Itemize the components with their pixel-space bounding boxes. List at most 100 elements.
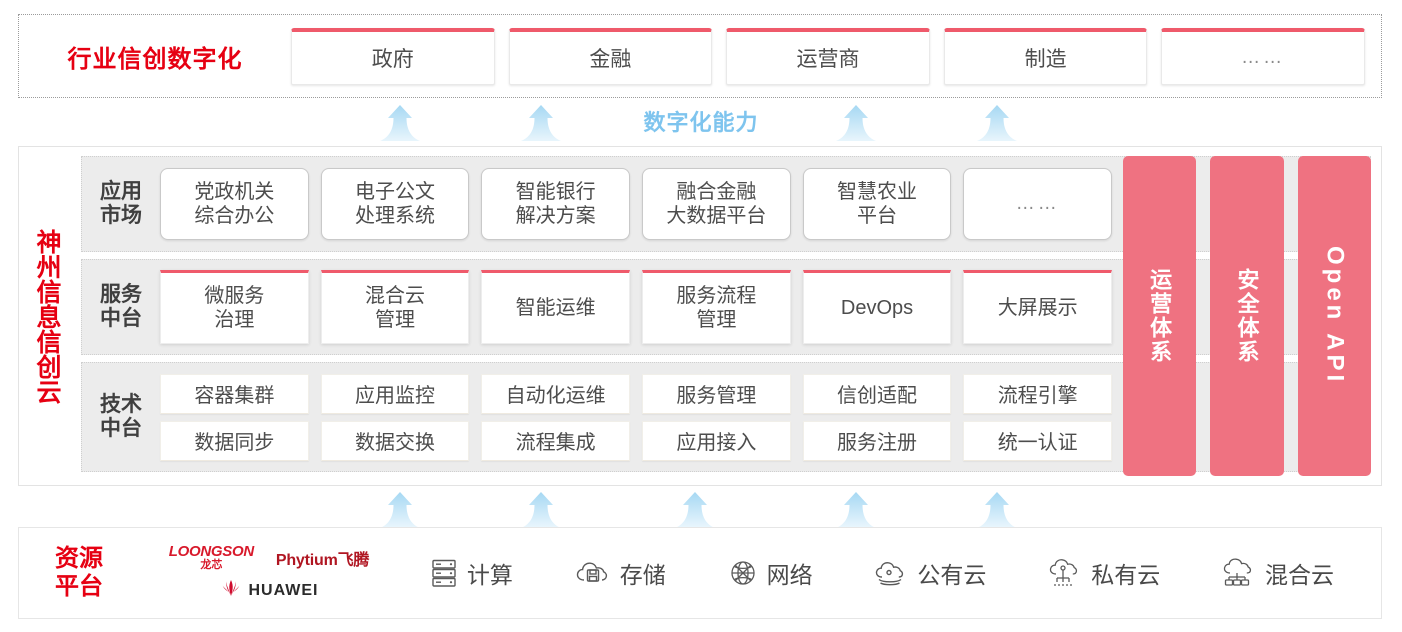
app-box-smart-agriculture[interactable]: 智慧农业平台 — [802, 168, 952, 240]
loongson-logo-cn: 龙芯 — [200, 559, 223, 571]
band-label-application-market: 应用市场 — [82, 157, 160, 251]
capability-arrow-strip: 数字化能力 — [0, 100, 1402, 142]
service-box-line: 混合云 — [365, 284, 425, 307]
technical-row: 容器集群 应用监控 自动化运维 服务管理 信创适配 流程引擎 — [160, 373, 1113, 414]
pillar-operations-system[interactable]: 运营体系 — [1123, 156, 1197, 476]
service-box-intelligent-ops[interactable]: 智能运维 — [481, 270, 631, 344]
technical-row: 数据同步 数据交换 流程集成 应用接入 服务注册 统一认证 — [160, 420, 1113, 461]
resource-item-label: 网络 — [766, 562, 813, 588]
app-box-line: 解决方案 — [515, 205, 596, 227]
app-box-government-office[interactable]: 党政机关综合办公 — [160, 168, 309, 240]
up-arrow-icon — [975, 104, 1019, 142]
huawei-flower-icon — [220, 579, 242, 602]
cloud-platform-body: 应用市场 党政机关综合办公 电子公文处理系统 智能银行解决方案 融合金融大数据平… — [75, 147, 1381, 485]
industry-box-operator[interactable]: 运营商 — [726, 27, 930, 85]
resource-item-private-cloud[interactable]: 私有云 — [1048, 556, 1160, 590]
band-label-service-platform: 服务中台 — [82, 260, 160, 354]
app-box-edocument-system[interactable]: 电子公文处理系统 — [320, 168, 470, 240]
industry-box-label: 政府 — [371, 47, 414, 71]
tech-box-xinchuang-adaptation[interactable]: 信创适配 — [802, 373, 952, 414]
tech-box-app-access[interactable]: 应用接入 — [642, 420, 791, 461]
app-box-line: 平台 — [857, 205, 898, 227]
resource-item-network[interactable]: 网络 — [728, 556, 813, 590]
pillar-security-system[interactable]: 安全体系 — [1210, 156, 1284, 476]
up-arrow-icon — [834, 104, 878, 142]
band-label-line: 中台 — [100, 307, 142, 330]
resource-item-label: 混合云 — [1265, 562, 1335, 588]
pillar-open-api[interactable]: Open API — [1297, 156, 1371, 476]
tech-box-automated-ops[interactable]: 自动化运维 — [481, 373, 631, 414]
tech-box-data-exchange[interactable]: 数据交换 — [320, 420, 470, 461]
capability-label: 数字化能力 — [643, 110, 759, 135]
tech-box-container-cluster[interactable]: 容器集群 — [160, 373, 309, 414]
industry-box-finance[interactable]: 金融 — [508, 27, 713, 85]
service-box-devops[interactable]: DevOps — [802, 270, 952, 344]
resource-arrow-strip — [0, 487, 1402, 529]
app-box-more[interactable]: …… — [963, 168, 1113, 240]
service-box-dashboard[interactable]: 大屏展示 — [963, 270, 1113, 344]
tech-box-service-management[interactable]: 服务管理 — [642, 373, 791, 414]
tech-box-process-integration[interactable]: 流程集成 — [481, 420, 631, 461]
tech-box-data-sync[interactable]: 数据同步 — [160, 420, 309, 461]
resource-item-label: 私有云 — [1091, 562, 1161, 588]
industry-box-list: 政府 金融 运营商 制造 …… — [291, 27, 1381, 85]
app-box-line: 智能银行 — [515, 180, 596, 203]
pillar-label: 安全体系 — [1234, 268, 1260, 364]
app-box-line: 电子公文 — [355, 180, 435, 203]
service-box-microservice-governance[interactable]: 微服务治理 — [160, 270, 309, 344]
industry-box-government[interactable]: 政府 — [291, 27, 495, 85]
resource-item-label: 存储 — [619, 562, 666, 588]
industry-band: 行业信创数字化 政府 金融 运营商 制造 …… — [18, 14, 1382, 98]
app-box-line: 综合办公 — [194, 205, 275, 227]
band-label-technical-platform: 技术中台 — [82, 363, 160, 471]
band-label-line: 技术 — [100, 392, 142, 416]
service-box-hybrid-cloud-management[interactable]: 混合云管理 — [320, 270, 470, 344]
up-arrow-icon — [519, 104, 563, 142]
network-globe-icon — [728, 558, 758, 588]
tech-box-unified-auth[interactable]: 统一认证 — [963, 420, 1113, 461]
industry-box-label: 运营商 — [796, 47, 860, 71]
app-box-line: 大数据平台 — [666, 205, 767, 227]
service-box-line: 大屏展示 — [997, 296, 1078, 319]
up-arrow-icon — [378, 104, 422, 142]
resource-item-list: 计算 存储 — [399, 556, 1381, 590]
service-box-line: 智能运维 — [515, 296, 596, 319]
tech-box-process-engine[interactable]: 流程引擎 — [963, 373, 1113, 414]
resource-title-line: 资源 — [55, 544, 103, 572]
service-box-list: 微服务治理 混合云管理 智能运维 服务流程管理 DevOps 大屏展示 — [160, 260, 1370, 354]
up-arrow-icon — [673, 491, 717, 529]
resource-item-label: 公有云 — [917, 562, 987, 588]
service-box-line: 服务流程 — [676, 284, 757, 307]
vendor-logo-row: HUAWEI — [220, 579, 319, 602]
service-box-process-management[interactable]: 服务流程管理 — [642, 270, 791, 344]
app-box-line: 融合金融 — [676, 180, 757, 203]
cloud-platform-title: 神州信息信创云 — [19, 147, 75, 485]
industry-box-label: 金融 — [589, 47, 632, 71]
industry-box-more[interactable]: …… — [1161, 27, 1365, 85]
app-box-finance-bigdata[interactable]: 融合金融大数据平台 — [642, 168, 791, 240]
loongson-logo: LOONGSON 龙芯 — [169, 544, 254, 571]
tech-box-app-monitoring[interactable]: 应用监控 — [320, 373, 470, 414]
phytium-logo: Phytium飞腾 — [275, 551, 370, 569]
cloud-platform-container: 神州信息信创云 应用市场 党政机关综合办公 电子公文处理系统 智能银行解决方案 … — [18, 146, 1382, 486]
server-icon — [430, 558, 458, 588]
resource-platform-title: 资源平台 — [19, 545, 139, 602]
app-box-line: 党政机关 — [194, 180, 275, 203]
resource-platform-band: 资源平台 LOONGSON 龙芯 Phytium飞腾 — [18, 527, 1382, 619]
app-box-line: 智慧农业 — [837, 180, 918, 203]
pillar-label: 运营体系 — [1147, 268, 1173, 364]
up-arrow-icon — [834, 491, 878, 529]
resource-item-storage[interactable]: 存储 — [575, 556, 666, 590]
service-box-line: 微服务 — [204, 284, 265, 307]
resource-item-label: 计算 — [466, 562, 513, 588]
tech-box-service-registry[interactable]: 服务注册 — [802, 420, 952, 461]
application-box-list: 党政机关综合办公 电子公文处理系统 智能银行解决方案 融合金融大数据平台 智慧农… — [160, 157, 1370, 251]
resource-item-hybrid-cloud[interactable]: 混合云 — [1222, 556, 1334, 590]
industry-box-manufacturing[interactable]: 制造 — [943, 27, 1148, 85]
hybrid-cloud-icon — [1222, 558, 1256, 588]
app-box-smart-bank[interactable]: 智能银行解决方案 — [481, 168, 631, 240]
resource-item-compute[interactable]: 计算 — [430, 556, 513, 590]
service-box-line: 管理 — [696, 309, 737, 331]
resource-item-public-cloud[interactable]: 公有云 — [874, 556, 986, 590]
